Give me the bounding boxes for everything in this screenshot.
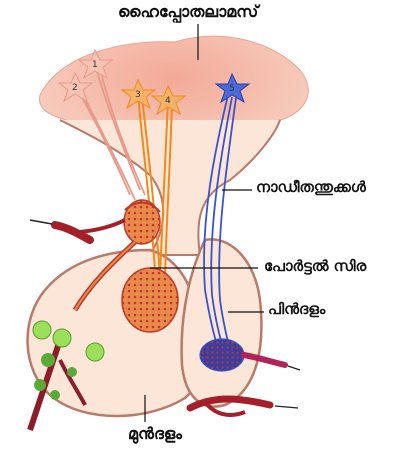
svg-text:4: 4 bbox=[165, 96, 171, 106]
label-nerve-fibres: നാഡീതന്തുക്കൾ bbox=[256, 178, 366, 196]
posterior-lobe bbox=[182, 239, 262, 406]
label-posterior-lobe: പിൻദളം bbox=[268, 300, 325, 318]
inflow-arrow bbox=[30, 220, 52, 224]
secondary-capillary-plexus bbox=[122, 268, 178, 332]
primary-capillary-plexus bbox=[124, 200, 160, 244]
svg-text:3: 3 bbox=[135, 90, 141, 100]
svg-text:1: 1 bbox=[92, 60, 98, 70]
label-anterior-lobe: മുൻദളം bbox=[128, 424, 182, 444]
svg-text:5: 5 bbox=[229, 84, 235, 94]
lower-inflow-arrow bbox=[275, 406, 298, 408]
label-hypothalamus: ഹൈപ്പോതലാമസ് bbox=[118, 2, 258, 22]
svg-text:2: 2 bbox=[72, 83, 78, 93]
upper-artery-branch bbox=[80, 220, 125, 232]
label-portal-vein: പോർട്ടൽ സിര bbox=[264, 257, 366, 275]
posterior-capillary-bed bbox=[200, 339, 244, 371]
